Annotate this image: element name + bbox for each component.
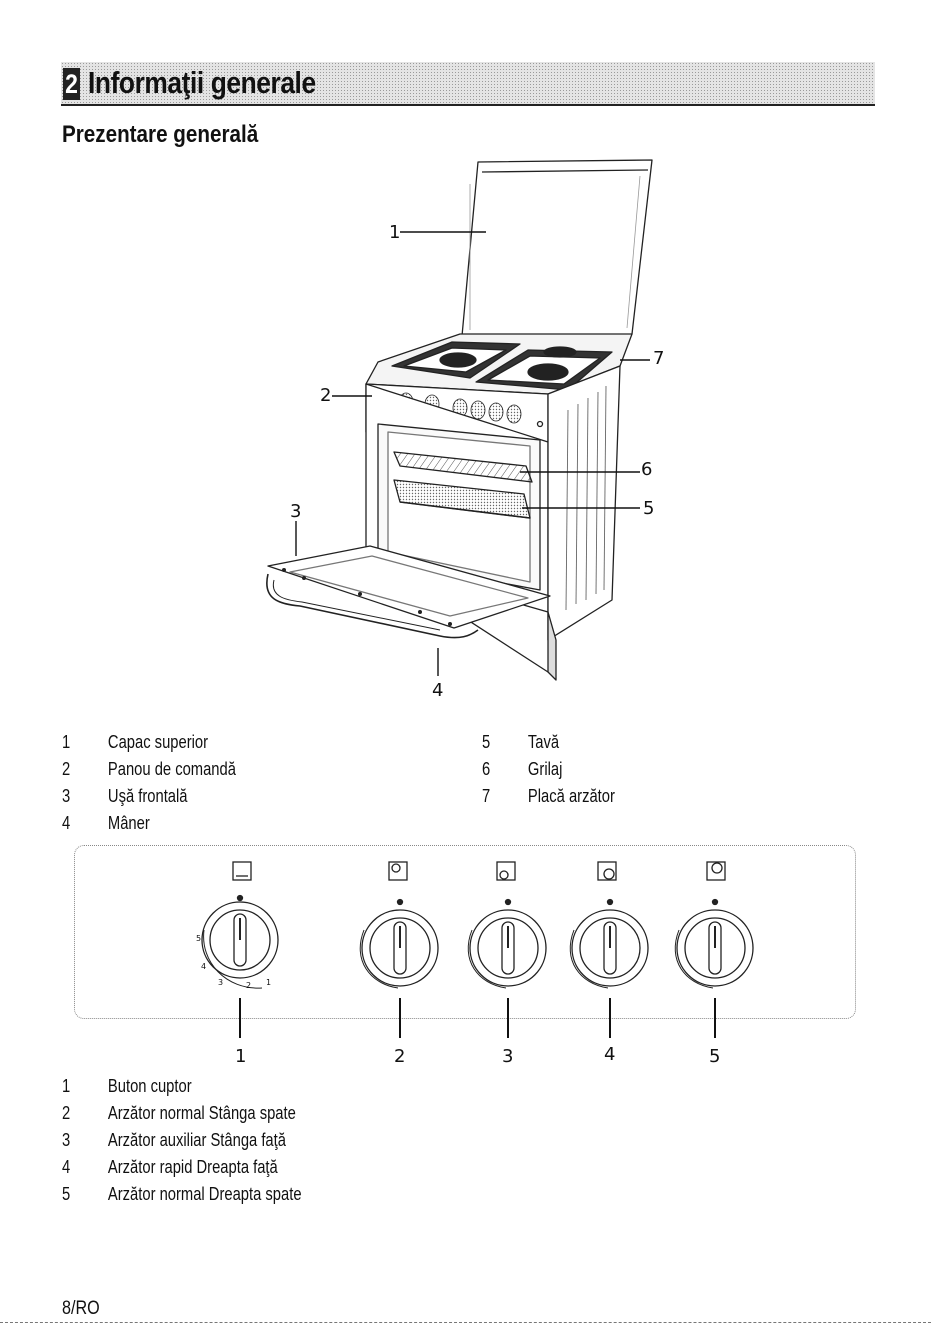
burner-knob — [569, 898, 649, 989]
knob-callout-2: 2 — [394, 1046, 406, 1067]
oven-scale-label: 1 — [266, 978, 272, 987]
oven-symbol-icon — [232, 861, 252, 881]
page-number: 8/RO — [62, 1298, 100, 1319]
grate-right — [475, 346, 613, 391]
callout-2: 2 — [320, 385, 332, 406]
section-header-bar — [61, 62, 875, 104]
callout-leaders — [295, 231, 650, 676]
oven-scale-label: 3 — [218, 978, 224, 987]
callout-1: 1 — [389, 222, 401, 243]
footer-rule — [0, 1322, 931, 1323]
knob-panel — [74, 845, 856, 1019]
callout-3: 3 — [290, 501, 302, 522]
knob-leaders — [239, 998, 716, 1038]
oven-cavity — [377, 423, 541, 591]
knob-callout-4: 4 — [604, 1044, 616, 1065]
oven-scale-label: 5 — [196, 934, 202, 943]
section-header-rule — [61, 104, 875, 106]
burner-front-right-icon — [597, 861, 617, 881]
knob-callout-3: 3 — [502, 1046, 514, 1067]
burner-knob — [674, 898, 754, 989]
burner-rear-left-icon — [388, 861, 408, 881]
callout-6: 6 — [641, 459, 653, 480]
oven-scale-label: 2 — [246, 981, 252, 990]
knob-illustration — [201, 861, 754, 1038]
burner-front-left-icon — [496, 861, 516, 881]
oven-illustration — [266, 159, 653, 681]
hob — [365, 333, 633, 395]
lid — [461, 159, 653, 337]
page-subtitle: Prezentare generală — [62, 121, 259, 148]
section-number: 2 — [63, 68, 80, 100]
callout-4: 4 — [432, 680, 444, 701]
burner-knob — [359, 898, 439, 989]
burner-rear-right-icon — [706, 861, 726, 881]
grate-left — [391, 341, 521, 379]
callout-5: 5 — [643, 498, 655, 519]
oven-knob — [201, 894, 279, 989]
section-title: Informaţii generale — [88, 65, 316, 100]
oven-door — [266, 545, 551, 639]
burner-knob — [467, 898, 547, 989]
knob-callout-5: 5 — [709, 1046, 721, 1067]
knob-callout-1: 1 — [235, 1046, 247, 1067]
callout-7: 7 — [653, 348, 665, 369]
oven-scale-label: 4 — [201, 962, 207, 971]
